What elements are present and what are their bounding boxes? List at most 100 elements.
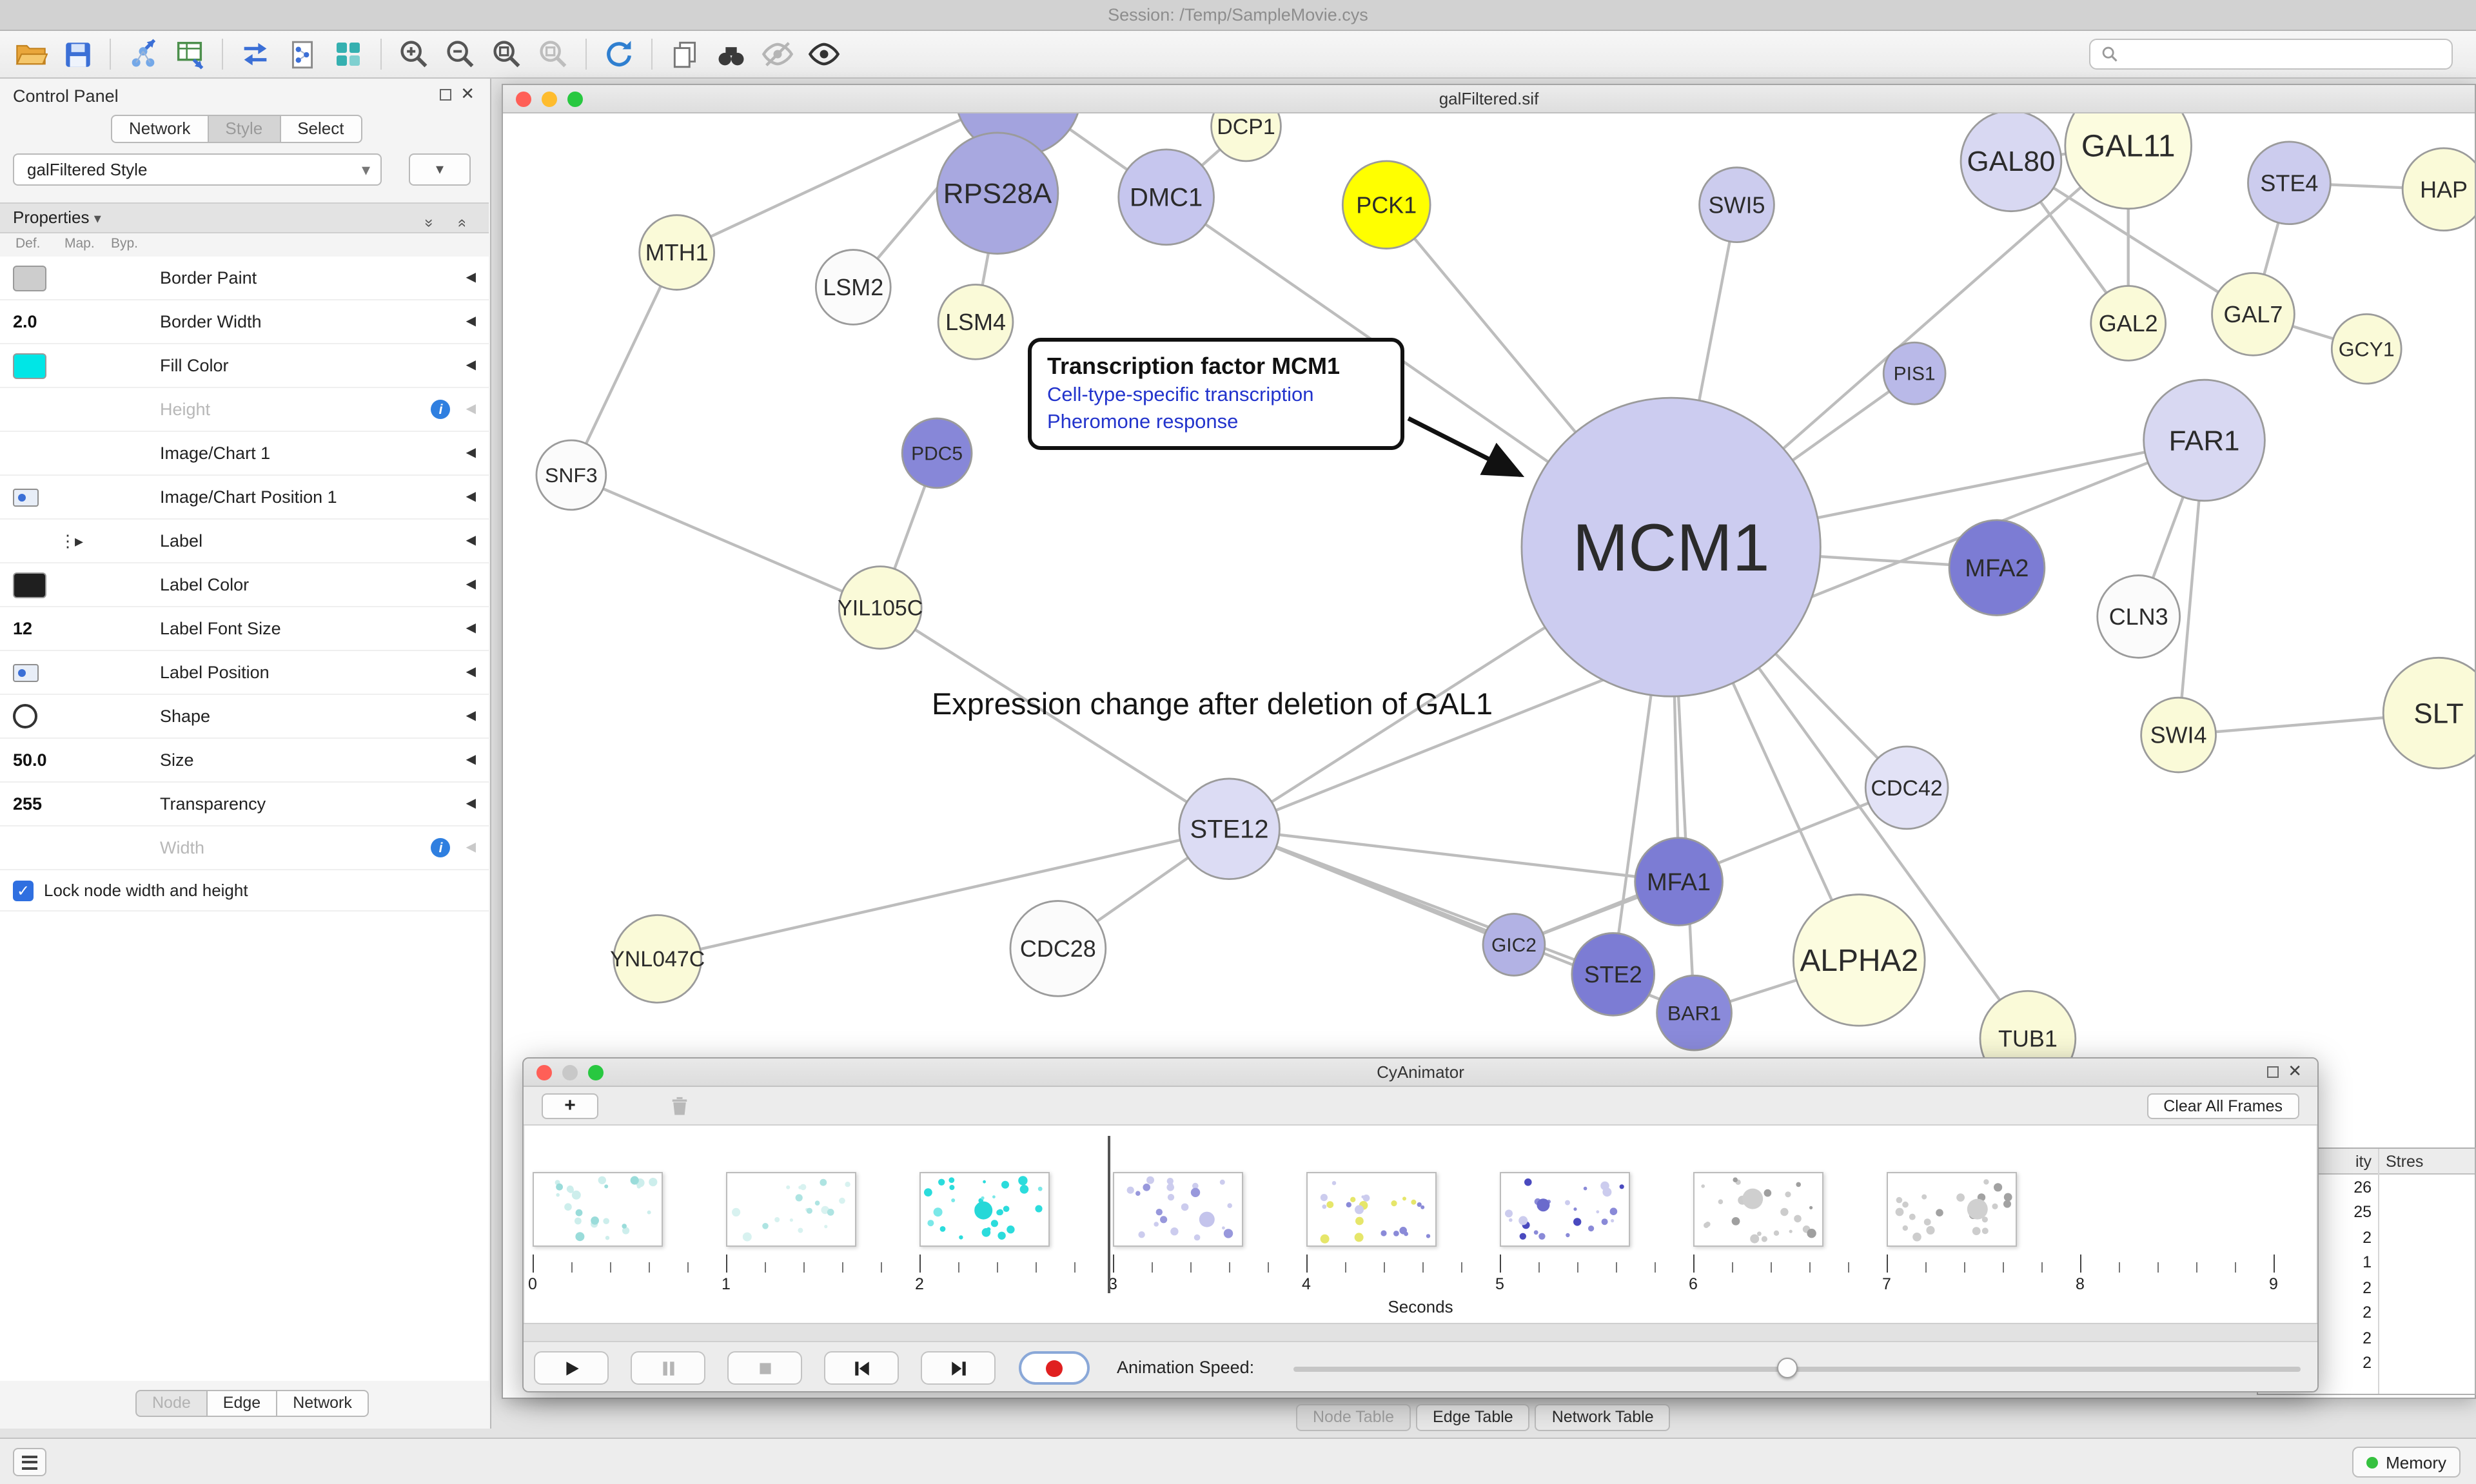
expand-arrow-icon[interactable]: ◀ xyxy=(466,446,476,460)
lock-size-checkbox[interactable]: ✓ xyxy=(13,880,34,901)
minimize-window-icon[interactable] xyxy=(542,92,557,107)
network-node-rps28a[interactable]: RPS28A xyxy=(936,132,1059,255)
property-row-image-chart-position-1[interactable]: Image/Chart Position 1◀ xyxy=(0,476,489,520)
mapping-cell[interactable] xyxy=(59,300,106,343)
expand-arrow-icon[interactable]: ◀ xyxy=(466,578,476,592)
default-value-cell[interactable]: 255 xyxy=(0,783,59,825)
stop-button[interactable] xyxy=(727,1351,802,1385)
tab-node-table[interactable]: Node Table xyxy=(1296,1404,1411,1431)
network-node-lsm2[interactable]: LSM2 xyxy=(814,249,892,326)
table-row[interactable]: 2 xyxy=(2258,1351,2475,1376)
network-node-dmc1[interactable]: DMC1 xyxy=(1117,148,1215,246)
table-row[interactable]: 2 xyxy=(2258,1275,2475,1300)
table-row[interactable]: 25 xyxy=(2258,1200,2475,1225)
memory-button[interactable]: Memory xyxy=(2352,1447,2461,1478)
mapping-cell[interactable] xyxy=(59,783,106,825)
panel-menu-button[interactable] xyxy=(13,1448,46,1476)
network-node-snf3[interactable]: SNF3 xyxy=(535,439,607,511)
expand-arrow-icon[interactable]: ◀ xyxy=(466,709,476,723)
expand-arrow-icon[interactable]: ◀ xyxy=(466,534,476,548)
new-network-file-button[interactable] xyxy=(279,35,325,73)
network-node-gal11[interactable]: GAL11 xyxy=(2064,113,2192,210)
network-node-ste4[interactable]: STE4 xyxy=(2247,141,2332,226)
bypass-cell[interactable] xyxy=(106,344,152,387)
playhead[interactable] xyxy=(1108,1136,1110,1293)
expand-arrow-icon[interactable]: ◀ xyxy=(466,315,476,329)
expand-arrow-icon[interactable]: ◀ xyxy=(466,271,476,285)
tab-select[interactable]: Select xyxy=(280,115,362,143)
close-panel-icon[interactable]: ✕ xyxy=(460,84,475,103)
network-edge-snf3-mth1[interactable] xyxy=(569,251,678,476)
network-edge-ste12-mfa1[interactable] xyxy=(1229,827,1679,883)
network-node-pdc5[interactable]: PDC5 xyxy=(901,417,973,489)
collapse-all-icon[interactable]: » xyxy=(421,219,440,228)
save-session-button[interactable] xyxy=(54,35,101,73)
default-value-cell[interactable]: 50.0 xyxy=(0,739,59,781)
network-node-ste2[interactable]: STE2 xyxy=(1571,932,1656,1017)
bypass-cell[interactable] xyxy=(106,432,152,474)
tab-network-style[interactable]: Network xyxy=(277,1390,369,1417)
tab-network[interactable]: Network xyxy=(111,115,209,143)
network-edge-snf3-yil105c[interactable] xyxy=(570,473,881,609)
bypass-cell[interactable] xyxy=(106,651,152,694)
global-search[interactable] xyxy=(2089,39,2453,70)
column-header[interactable]: ity xyxy=(2355,1152,2372,1170)
timeline-frame-1[interactable] xyxy=(726,1172,856,1247)
timeline-frame-5[interactable] xyxy=(1500,1172,1630,1247)
table-row[interactable]: 2 xyxy=(2258,1300,2475,1325)
network-node-cln3[interactable]: CLN3 xyxy=(2096,574,2181,659)
zoom-fit-button[interactable] xyxy=(484,35,530,73)
timeline-frame-0[interactable] xyxy=(533,1172,663,1247)
network-node-bar1[interactable]: BAR1 xyxy=(1656,974,1733,1051)
timeline-frame-7[interactable] xyxy=(1887,1172,2017,1247)
network-node-hap[interactable]: HAP xyxy=(2401,147,2475,232)
network-node-pis1[interactable]: PIS1 xyxy=(1882,341,1947,405)
mapping-cell[interactable] xyxy=(59,432,106,474)
delete-frame-button[interactable] xyxy=(655,1093,704,1118)
default-value-cell[interactable] xyxy=(0,651,59,694)
expand-arrow-icon[interactable]: ◀ xyxy=(466,797,476,811)
add-frame-button[interactable]: + xyxy=(542,1093,598,1118)
close-panel-icon[interactable]: ✕ xyxy=(2288,1061,2302,1080)
style-options-button[interactable]: ▾ xyxy=(409,153,471,186)
network-node-mth1[interactable]: MTH1 xyxy=(638,214,715,291)
mapping-cell[interactable] xyxy=(59,607,106,650)
bypass-cell[interactable] xyxy=(106,476,152,518)
bypass-cell[interactable] xyxy=(106,388,152,431)
clear-all-frames-button[interactable]: Clear All Frames xyxy=(2147,1093,2299,1118)
previous-frame-button[interactable] xyxy=(824,1351,899,1385)
refresh-view-button[interactable] xyxy=(596,35,642,73)
network-node-gal7[interactable]: GAL7 xyxy=(2211,272,2295,356)
property-row-label[interactable]: ⋮▸Label◀ xyxy=(0,520,489,563)
mapping-cell[interactable] xyxy=(59,563,106,606)
zoom-window-icon[interactable] xyxy=(588,1065,604,1080)
copy-button[interactable] xyxy=(662,35,708,73)
table-row[interactable]: 26 xyxy=(2258,1175,2475,1200)
mapping-cell[interactable] xyxy=(59,739,106,781)
default-value-cell[interactable]: 12 xyxy=(0,607,59,650)
search-input[interactable] xyxy=(2127,44,2441,64)
default-value-cell[interactable] xyxy=(0,695,59,737)
minimize-window-icon[interactable] xyxy=(562,1065,578,1080)
property-row-fill-color[interactable]: Fill Color◀ xyxy=(0,344,489,388)
network-node-gic2[interactable]: GIC2 xyxy=(1482,913,1546,977)
timeline-frame-3[interactable] xyxy=(1113,1172,1243,1247)
tab-node[interactable]: Node xyxy=(135,1390,208,1417)
first-search-button[interactable] xyxy=(708,35,754,73)
tab-network-table[interactable]: Network Table xyxy=(1535,1404,1671,1431)
lock-size-row[interactable]: ✓ Lock node width and height xyxy=(0,870,489,912)
import-table-button[interactable] xyxy=(166,35,213,73)
network-node-swi5[interactable]: SWI5 xyxy=(1698,166,1775,243)
network-node-lsm4[interactable]: LSM4 xyxy=(937,284,1014,360)
close-window-icon[interactable] xyxy=(536,1065,552,1080)
bypass-cell[interactable] xyxy=(106,300,152,343)
next-frame-button[interactable] xyxy=(921,1351,996,1385)
mapping-cell[interactable] xyxy=(59,695,106,737)
table-row[interactable]: 1 xyxy=(2258,1250,2475,1275)
zoom-selected-button[interactable] xyxy=(530,35,576,73)
network-edge-yil105c-ste12[interactable] xyxy=(879,606,1230,830)
network-node-gcy1[interactable]: GCY1 xyxy=(2330,313,2402,385)
